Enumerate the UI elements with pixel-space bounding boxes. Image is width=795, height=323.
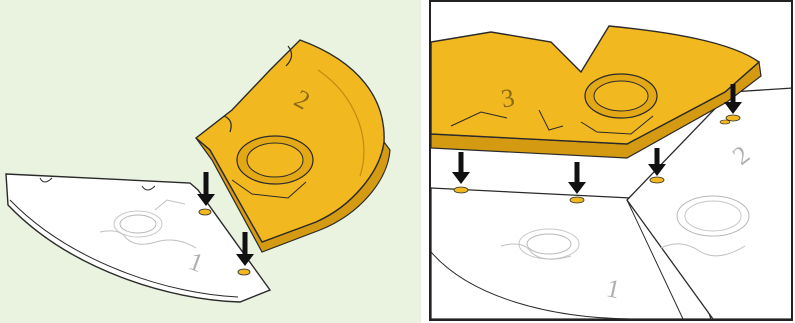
yellow-piece-2: 2 <box>196 40 390 252</box>
arrow-down-icon <box>452 152 470 193</box>
arrow-down-icon <box>720 120 730 124</box>
assembly-step-1-panel: 1 2 <box>0 0 421 323</box>
assembly-step-2-illustration: 1 2 3 <box>431 2 791 319</box>
assembly-step-2-panel: 1 2 3 <box>429 0 793 321</box>
assembly-step-1-illustration: 1 2 <box>0 0 421 323</box>
